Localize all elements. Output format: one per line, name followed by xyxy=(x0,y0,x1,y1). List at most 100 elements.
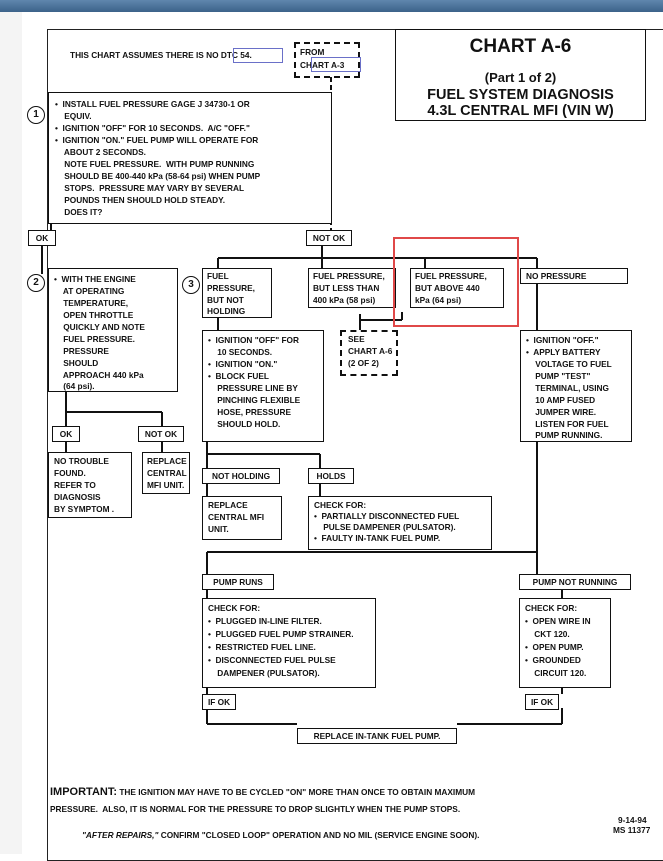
check-wire-line-4: • OPEN PUMP. xyxy=(525,642,584,652)
viewer-margin xyxy=(0,12,22,854)
branch-above-line-2: BUT ABOVE 440 xyxy=(415,283,480,293)
block-steps-line-8: SHOULD HOLD. xyxy=(208,419,281,429)
branch-less-line-3: 400 kPa (58 psi) xyxy=(313,295,376,305)
see-chart-box: SEE CHART A-6 (2 OF 2) xyxy=(340,330,398,376)
branch-above-line-3: kPa (64 psi) xyxy=(415,295,462,305)
step-1-line-5: ABOUT 2 SECONDS. xyxy=(55,147,146,157)
check-filter-line-4: • RESTRICTED FUEL LINE. xyxy=(208,642,316,652)
assumption-text: THIS CHART ASSUMES THERE IS NO DTC 54. xyxy=(70,50,252,60)
check-filter-line-6: DAMPENER (PULSATOR). xyxy=(208,668,320,678)
battery-line-6: 10 AMP FUSED xyxy=(526,395,596,405)
check-dampener-line-4: • FAULTY IN-TANK FUEL PUMP. xyxy=(314,533,441,543)
block-steps-line-7: HOSE, PRESSURE xyxy=(208,407,291,417)
step-1-line-7: SHOULD BE 400-440 kPa (58-64 psi) WHEN P… xyxy=(55,171,261,181)
not-holding-label: NOT HOLDING xyxy=(202,468,280,484)
step-1-line-3: • IGNITION "OFF" FOR 10 SECONDS. A/C "OF… xyxy=(55,123,250,133)
step-1-line-2: EQUIV. xyxy=(55,111,92,121)
check-dampener-line-1: CHECK FOR: xyxy=(314,500,367,510)
title-block: CHART A-6 (Part 1 of 2) FUEL SYSTEM DIAG… xyxy=(395,29,646,121)
branch-above-box: FUEL PRESSURE, BUT ABOVE 440 kPa (64 psi… xyxy=(410,268,504,308)
step-2-box: • WITH THE ENGINE AT OPERATING TEMPERATU… xyxy=(48,268,178,392)
ok-label: OK xyxy=(28,230,56,246)
from-chart-box: FROM CHART A-3 xyxy=(294,42,360,78)
step-2-line-1: • WITH THE ENGINE xyxy=(54,274,136,284)
see-chart-line-3: (2 OF 2) xyxy=(348,358,379,368)
no-trouble-line-5: BY SYMPTOM . xyxy=(54,504,115,514)
important-text-2: PRESSURE. ALSO, IT IS NORMAL FOR THE PRE… xyxy=(50,804,461,814)
chart-part: (Part 1 of 2) xyxy=(484,70,557,85)
replace-mfi-box: REPLACE CENTRAL MFI UNIT. xyxy=(142,452,190,494)
check-dampener-line-3: PULSE DAMPENER (PULSATOR). xyxy=(314,522,456,532)
battery-line-8: LISTEN FOR FUEL xyxy=(526,419,609,429)
branch-not-holding-line-3: BUT NOT xyxy=(207,295,244,305)
check-filter-line-5: • DISCONNECTED FUEL PULSE xyxy=(208,655,336,665)
replace-intank-pump-box: REPLACE IN-TANK FUEL PUMP. xyxy=(297,728,457,744)
step-3-marker: 3 xyxy=(182,276,200,294)
step-2-not-ok-label: NOT OK xyxy=(138,426,184,442)
window-top-bar xyxy=(0,0,663,12)
step-2-line-2: AT OPERATING xyxy=(54,286,125,296)
step-2-marker: 2 xyxy=(27,274,45,292)
after-repairs-text: CONFIRM "CLOSED LOOP" OPERATION AND NO M… xyxy=(158,830,480,840)
step-1-box: • INSTALL FUEL PRESSURE GAGE J 34730-1 O… xyxy=(48,92,332,224)
branch-above-line-1: FUEL PRESSURE, xyxy=(415,271,487,281)
chart-title: CHART A-6 xyxy=(469,36,572,57)
replace-central-line-1: REPLACE xyxy=(208,500,248,510)
step-2-line-7: PRESSURE xyxy=(54,346,109,356)
replace-mfi-line-2: CENTRAL xyxy=(147,468,187,478)
check-filter-line-3: • PLUGGED FUEL PUMP STRAINER. xyxy=(208,629,354,639)
if-ok-left-label: IF OK xyxy=(202,694,236,710)
after-repairs-emphasis: "AFTER REPAIRS," xyxy=(82,830,159,840)
pump-runs-label: PUMP RUNS xyxy=(202,574,274,590)
check-filter-box: CHECK FOR: • PLUGGED IN-LINE FILTER. • P… xyxy=(202,598,376,688)
highlight-rectangle xyxy=(393,237,519,327)
battery-test-box: • IGNITION "OFF." • APPLY BATTERY VOLTAG… xyxy=(520,330,632,442)
no-trouble-line-4: DIAGNOSIS xyxy=(54,492,101,502)
branch-less-line-2: BUT LESS THAN xyxy=(313,283,380,293)
replace-central-line-3: UNIT. xyxy=(208,524,229,534)
check-wire-box: CHECK FOR: • OPEN WIRE IN CKT 120. • OPE… xyxy=(519,598,611,688)
battery-line-9: PUMP RUNNING. xyxy=(526,430,603,440)
block-steps-line-5: PRESSURE LINE BY xyxy=(208,383,298,393)
if-ok-right-label: IF OK xyxy=(525,694,559,710)
step-1-line-10: DOES IT? xyxy=(55,207,103,217)
block-steps-line-1: • IGNITION "OFF" FOR xyxy=(208,335,299,345)
chart-subtitle-2: 4.3L CENTRAL MFI (VIN W) xyxy=(427,103,614,119)
block-steps-line-6: PINCHING FLEXIBLE xyxy=(208,395,301,405)
step-1-line-9: POUNDS THEN SHOULD HOLD STEADY. xyxy=(55,195,226,205)
block-steps-line-2: 10 SECONDS. xyxy=(208,347,273,357)
important-text-1: THE IGNITION MAY HAVE TO BE CYCLED "ON" … xyxy=(117,787,476,797)
step-1-line-4: • IGNITION "ON." FUEL PUMP WILL OPERATE … xyxy=(55,135,259,145)
battery-line-1: • IGNITION "OFF." xyxy=(526,335,599,345)
check-filter-line-1: CHECK FOR: xyxy=(208,603,261,613)
branch-less-line-1: FUEL PRESSURE, xyxy=(313,271,385,281)
replace-mfi-line-1: REPLACE xyxy=(147,456,187,466)
replace-mfi-line-3: MFI UNIT. xyxy=(147,480,185,490)
flow-connectors xyxy=(41,77,563,725)
no-trouble-box: NO TROUBLE FOUND. REFER TO DIAGNOSIS BY … xyxy=(48,452,132,518)
battery-line-5: TERMINAL, USING xyxy=(526,383,609,393)
step-1-line-1: • INSTALL FUEL PRESSURE GAGE J 34730-1 O… xyxy=(55,99,250,109)
step-2-line-5: QUICKLY AND NOTE xyxy=(54,322,145,332)
important-heading: IMPORTANT: xyxy=(50,786,118,798)
block-steps-line-3: • IGNITION "ON." xyxy=(208,359,278,369)
step-2-ok-label: OK xyxy=(52,426,80,442)
chart-page: THIS CHART ASSUMES THERE IS NO DTC 54. F… xyxy=(22,12,663,861)
branch-not-holding-line-2: PRESSURE, xyxy=(207,283,255,293)
text-selection-highlight-2 xyxy=(311,57,361,72)
pump-not-running-label: PUMP NOT RUNNING xyxy=(519,574,631,590)
holds-label: HOLDS xyxy=(308,468,354,484)
check-dampener-box: CHECK FOR: • PARTIALLY DISCONNECTED FUEL… xyxy=(308,496,492,550)
check-filter-line-2: • PLUGGED IN-LINE FILTER. xyxy=(208,616,322,626)
check-wire-line-5: • GROUNDED xyxy=(525,655,581,665)
after-repairs-note: "AFTER REPAIRS," CONFIRM "CLOSED LOOP" O… xyxy=(82,830,479,840)
step-2-line-4: OPEN THROTTLE xyxy=(54,310,134,320)
from-label: FROM xyxy=(300,47,325,57)
footer-date: 9-14-94 xyxy=(618,815,647,825)
battery-line-3: VOLTAGE TO FUEL xyxy=(526,359,612,369)
branch-no-pressure-label: NO PRESSURE xyxy=(520,268,628,284)
branch-not-holding-box: FUEL PRESSURE, BUT NOT HOLDING xyxy=(202,268,272,318)
see-chart-line-1: SEE xyxy=(348,334,365,344)
battery-line-7: JUMPER WIRE. xyxy=(526,407,597,417)
chart-subtitle-1: FUEL SYSTEM DIAGNOSIS xyxy=(427,87,614,103)
